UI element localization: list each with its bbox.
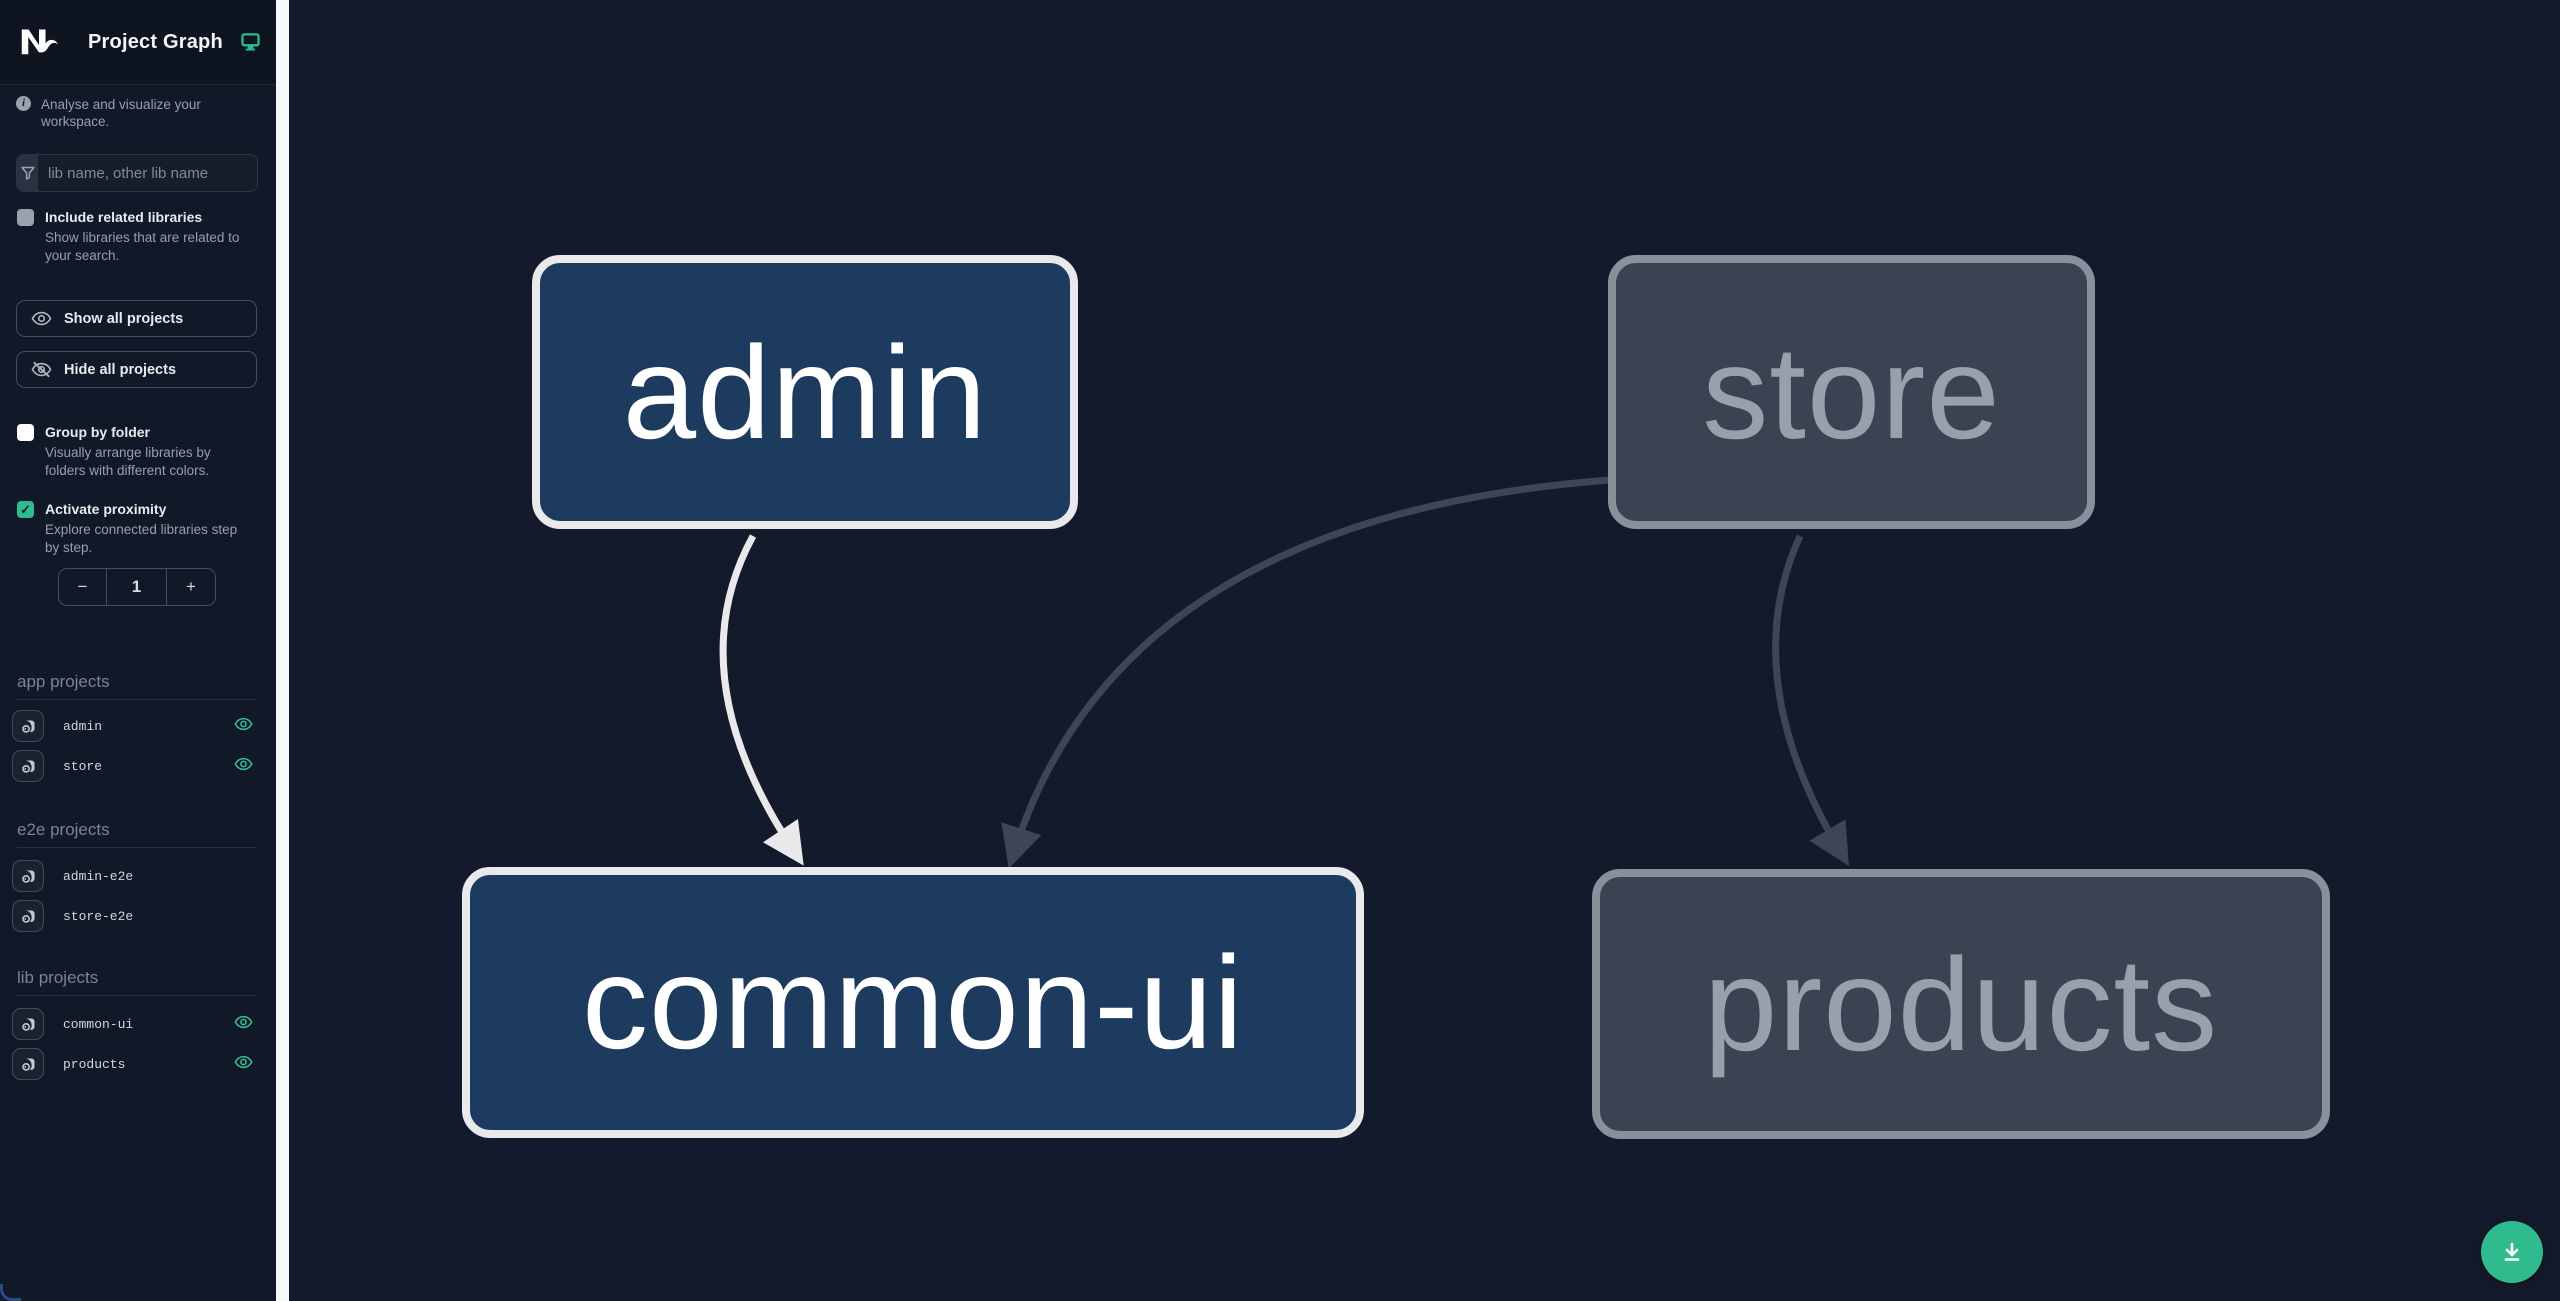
app-title: Project Graph (88, 30, 223, 53)
graph-canvas[interactable]: admin store common-ui products (289, 0, 2560, 1301)
edge-store-to-common-ui (1001, 476, 1612, 869)
group-by-folder-checkbox[interactable] (17, 424, 34, 441)
info-icon: i (16, 96, 31, 111)
nx-logo-icon (21, 29, 58, 55)
sidebar-corner-accent (0, 1284, 21, 1301)
show-all-projects-button[interactable]: Show all projects (16, 300, 257, 337)
project-name[interactable]: products (63, 1056, 126, 1072)
project-focus-icon (21, 1017, 35, 1031)
project-row-products: products (12, 1048, 264, 1080)
group-by-folder-label[interactable]: Group by folder (45, 424, 150, 440)
project-name[interactable]: admin-e2e (63, 868, 134, 884)
proximity-value: 1 (131, 577, 142, 596)
project-name[interactable]: store-e2e (63, 908, 134, 924)
proximity-stepper: − 1 + (58, 568, 216, 606)
section-header-lib-projects: lib projects (17, 968, 257, 996)
project-name[interactable]: common-ui (63, 1016, 134, 1032)
project-name[interactable]: store (63, 758, 103, 774)
graph-node-store[interactable]: store (1608, 255, 2095, 529)
tagline-text: Analyse and visualize your workspace. (41, 97, 201, 129)
group-by-folder-toggle: Group by folder Visually arrange librari… (17, 423, 259, 479)
graph-node-admin[interactable]: admin (532, 255, 1078, 529)
proximity-increase-button[interactable]: + (166, 569, 215, 605)
activate-proximity-checkbox[interactable]: ✓ (17, 501, 34, 518)
section-header-app-projects: app projects (17, 672, 257, 700)
activate-proximity-label[interactable]: Activate proximity (45, 501, 167, 517)
activate-proximity-description: Explore connected libraries step by step… (45, 522, 238, 555)
include-related-checkbox[interactable] (17, 209, 34, 226)
focus-project-button[interactable] (12, 1008, 44, 1040)
edge-store-to-products (1772, 534, 1849, 867)
project-name[interactable]: admin (63, 718, 103, 734)
proximity-decrease-button[interactable]: − (59, 569, 107, 605)
hide-all-projects-button[interactable]: Hide all projects (16, 351, 257, 388)
project-row-store: store (12, 750, 264, 782)
search-input[interactable] (38, 155, 257, 191)
edge-admin-to-common-ui (719, 534, 804, 866)
section-header-e2e-projects: e2e projects (17, 820, 257, 848)
focus-project-button[interactable] (12, 900, 44, 932)
project-focus-icon (21, 869, 35, 883)
search-box (16, 154, 258, 192)
project-visible-eye-icon[interactable] (234, 757, 253, 771)
tagline: i Analyse and visualize your workspace. (16, 96, 260, 130)
include-related-toggle: Include related libraries Show libraries… (17, 208, 259, 264)
node-label: products (1703, 930, 2219, 1078)
focus-project-button[interactable] (12, 860, 44, 892)
project-row-common-ui: common-ui (12, 1008, 264, 1040)
project-focus-icon (21, 1057, 35, 1071)
focus-project-button[interactable] (12, 750, 44, 782)
filter-funnel-icon (17, 155, 38, 191)
sidebar-divider (276, 0, 289, 1301)
focus-project-button[interactable] (12, 710, 44, 742)
monitor-icon[interactable] (241, 33, 260, 51)
group-by-folder-description: Visually arrange libraries by folders wi… (45, 445, 211, 478)
include-related-label[interactable]: Include related libraries (45, 209, 203, 225)
download-graph-button[interactable] (2481, 1221, 2543, 1283)
focus-project-button[interactable] (12, 1048, 44, 1080)
project-focus-icon (21, 759, 35, 773)
project-visible-eye-icon[interactable] (234, 717, 253, 731)
node-label: store (1702, 318, 2001, 466)
eye-icon (31, 311, 52, 326)
sidebar: Project Graph i Analyse and visualize yo… (0, 0, 276, 1301)
hide-all-projects-label: Hide all projects (64, 361, 177, 378)
graph-node-products[interactable]: products (1592, 869, 2330, 1139)
eye-off-icon (31, 361, 52, 378)
project-focus-icon (21, 719, 35, 733)
project-row-admin: admin (12, 710, 264, 742)
project-row-store-e2e: store-e2e (12, 900, 264, 932)
activate-proximity-toggle: ✓ Activate proximity Explore connected l… (17, 500, 259, 556)
project-visible-eye-icon[interactable] (234, 1015, 253, 1029)
sidebar-header: Project Graph (0, 0, 276, 85)
project-visible-eye-icon[interactable] (234, 1055, 253, 1069)
show-all-projects-label: Show all projects (64, 310, 184, 327)
node-label: common-ui (582, 929, 1244, 1076)
project-focus-icon (21, 909, 35, 923)
include-related-description: Show libraries that are related to your … (45, 230, 240, 263)
graph-node-common-ui[interactable]: common-ui (462, 867, 1364, 1138)
download-icon (2504, 1242, 2520, 1261)
project-row-admin-e2e: admin-e2e (12, 860, 264, 892)
node-label: admin (622, 318, 988, 466)
